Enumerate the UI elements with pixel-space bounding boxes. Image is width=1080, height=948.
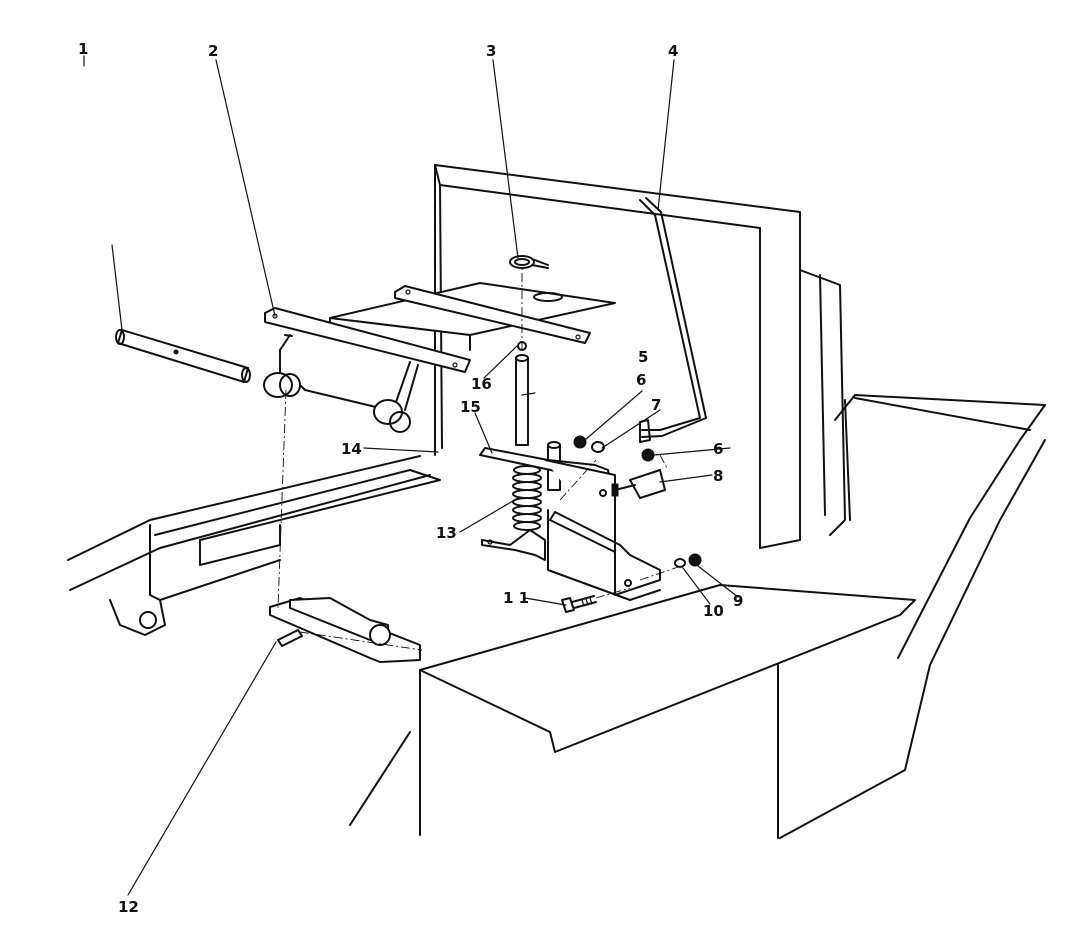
ring-part-3 (509, 255, 549, 269)
callout-12: 12 (118, 898, 139, 916)
callout-15: 15 (460, 398, 481, 416)
callout-6-right: 6 (713, 440, 724, 458)
callout-11: 1 1 (503, 589, 530, 607)
callout-2: 2 (208, 42, 219, 60)
hinge-part-12 (269, 597, 421, 663)
leader-lines (83, 55, 739, 896)
callout-4: 4 (668, 42, 679, 60)
small-hardware (573, 435, 702, 568)
callout-1: 1 (78, 40, 89, 58)
assembly-centerlines (277, 265, 685, 651)
rod-part-1 (115, 329, 251, 383)
callout-6-upper: 6 (636, 371, 647, 389)
callout-8: 8 (713, 467, 724, 485)
callout-9: 9 (733, 592, 744, 610)
callout-5: 5 (638, 348, 649, 366)
pins-part-5-16 (515, 341, 561, 491)
callout-16: 16 (471, 375, 492, 393)
spring-bracket-assembly (479, 447, 661, 601)
callout-10: 10 (703, 602, 724, 620)
bolt-part-11 (561, 595, 597, 613)
callout-3: 3 (486, 42, 497, 60)
base-housing (67, 394, 1046, 839)
callout-13: 13 (436, 524, 457, 542)
callout-7: 7 (651, 396, 662, 414)
hooked-rod-part-4 (639, 197, 707, 443)
coil-spring (512, 465, 542, 531)
callout-14: 14 (341, 440, 362, 458)
